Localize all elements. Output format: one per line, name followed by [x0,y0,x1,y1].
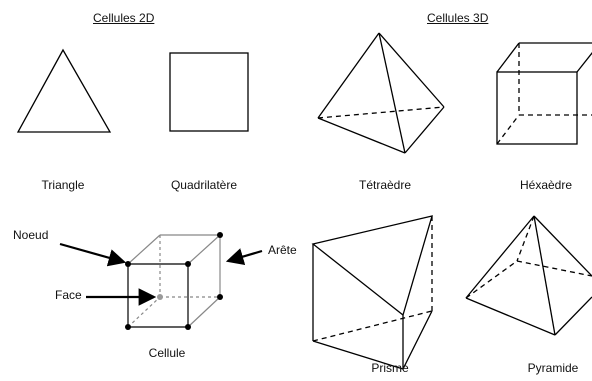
header-2d-cells: Cellules 2D [93,11,155,25]
hexahedron-shape [496,42,592,145]
triangle-shape [16,48,112,133]
label-triangle: Triangle [41,178,85,192]
tetrahedron-shape [317,32,445,154]
node-dot [185,324,191,330]
node-dot-hidden [157,294,163,300]
label-face: Face [55,288,82,302]
label-prism: Prisme [371,361,409,375]
label-tetrahedron: Tétraèdre [358,178,412,192]
label-quadrilateral: Quadrilatère [170,178,238,192]
cell-cube [127,234,221,328]
edge-arrow [225,248,263,266]
node-dot [185,261,191,267]
label-pyramid: Pyramide [527,361,579,375]
prism-shape [311,215,433,370]
label-edge: Arête [268,243,297,257]
node-dot [217,232,223,238]
node-dot [125,324,131,330]
cell-nodes [125,232,223,330]
node-dot [125,261,131,267]
quadrilateral-shape [169,52,249,132]
pyramid-shape [465,215,592,336]
header-3d-cells: Cellules 3D [427,11,489,25]
node-dot [217,294,223,300]
label-hexahedron: Héxaèdre [519,178,573,192]
node-arrow [59,242,127,267]
label-node: Noeud [13,228,49,242]
annotation-arrows [59,242,263,306]
label-cell: Cellule [148,346,186,360]
